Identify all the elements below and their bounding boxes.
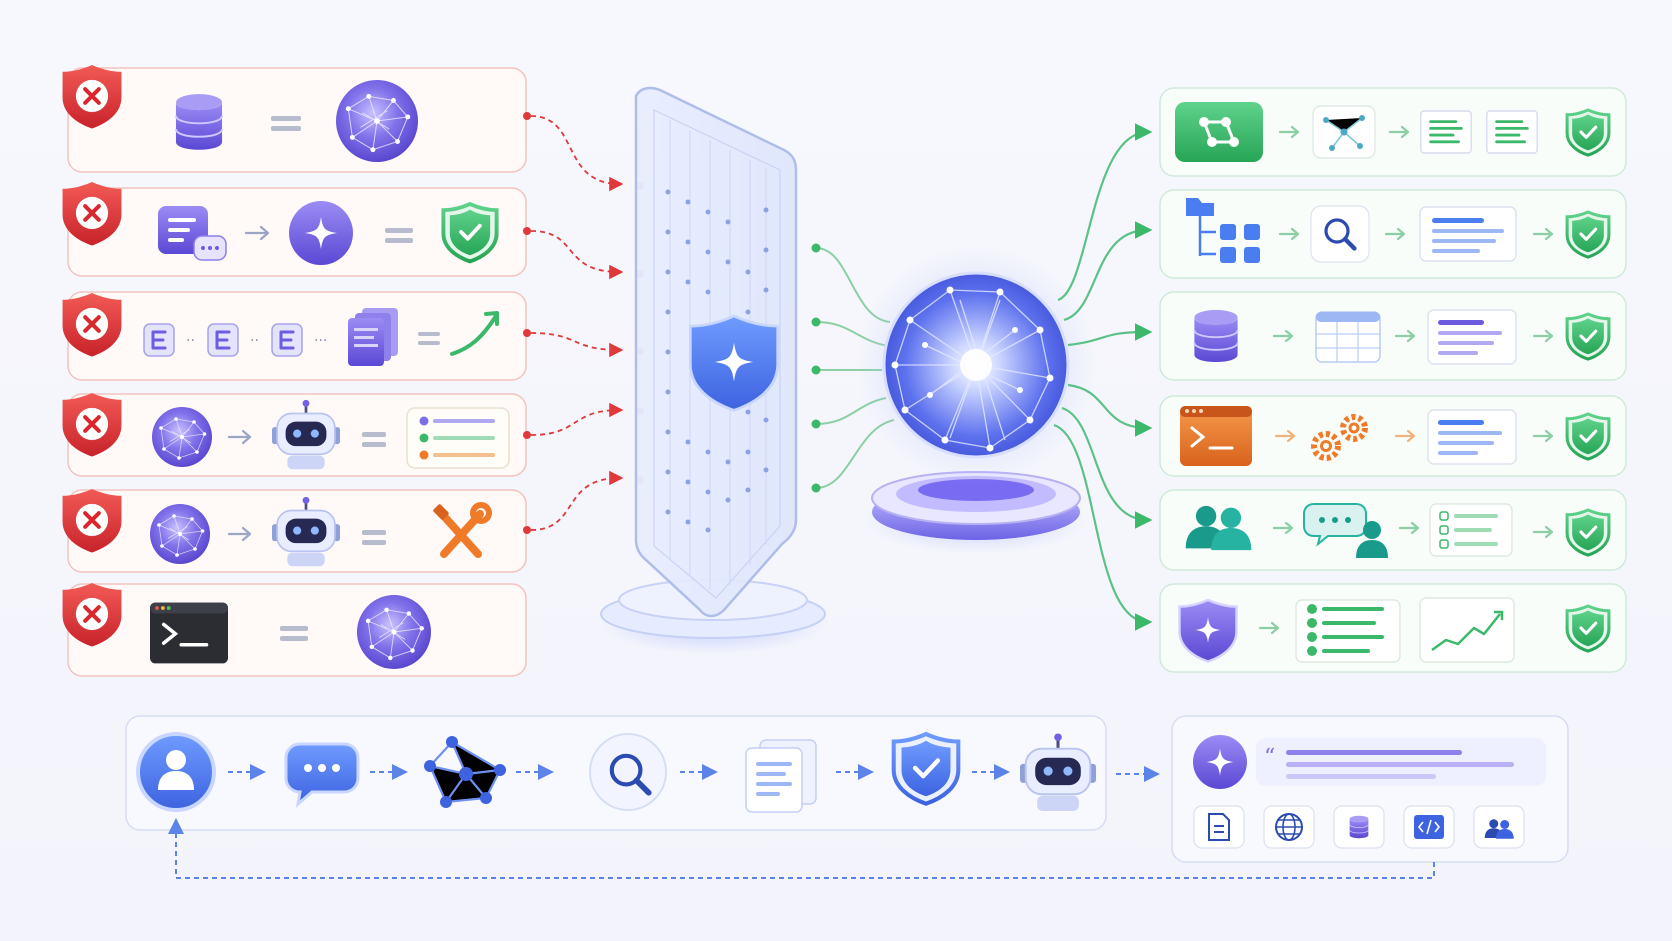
success-row-3	[1159, 291, 1627, 381]
terminal-icon	[148, 600, 230, 666]
gate-dots	[665, 189, 769, 533]
answer-panel: “	[1171, 715, 1569, 863]
failing-row-3: ·· ·· ···	[63, 292, 531, 381]
equals-icon	[362, 432, 386, 447]
people-icon	[1473, 805, 1525, 849]
security-gate	[598, 86, 828, 655]
failing-row-6	[63, 583, 527, 676]
equals-icon	[280, 626, 308, 641]
arrow-icon	[244, 225, 270, 241]
table-icon	[1315, 311, 1381, 363]
checklist-green-icon	[1295, 599, 1401, 663]
list-icon	[406, 407, 510, 469]
chat-bubble-icon	[284, 742, 360, 808]
network-sphere-icon	[150, 504, 210, 564]
equals-icon	[362, 530, 386, 545]
chunk-icon	[143, 323, 175, 357]
check-shield-icon	[1567, 110, 1609, 155]
card-stack-icon	[348, 308, 398, 366]
success-row-4	[1159, 395, 1627, 477]
check-shield-icon	[443, 204, 496, 261]
terminal-orange-icon	[1180, 406, 1252, 466]
arrow-icon	[227, 429, 252, 445]
svg-text:··: ··	[250, 333, 259, 349]
success-row-6	[1159, 583, 1627, 673]
documents-icon	[745, 739, 817, 813]
failing-row-5	[63, 489, 531, 572]
check-shield-icon	[891, 731, 961, 806]
success-row-5	[1159, 489, 1627, 571]
checklist-icon	[1429, 503, 1513, 557]
user-icon	[136, 732, 216, 812]
core-to-success-connectors	[1053, 123, 1153, 631]
line-chart-icon	[1419, 597, 1515, 663]
quote-mark: “	[1264, 745, 1275, 770]
document-blue-icon	[1419, 206, 1517, 262]
success-row-2	[1159, 189, 1627, 279]
sparkle-orb-icon	[289, 201, 353, 265]
failing-row-2	[63, 182, 531, 277]
check-shield-icon	[1567, 314, 1609, 359]
network-icon	[1312, 105, 1376, 159]
gears-icon	[1311, 414, 1368, 461]
code-icon	[1403, 805, 1455, 849]
network-graph-icon	[424, 736, 506, 808]
trend-arrow-icon	[450, 311, 499, 356]
database-icon	[1333, 805, 1385, 849]
svg-text:··: ··	[186, 333, 195, 349]
success-row-1	[1159, 87, 1627, 177]
arrow-icon	[227, 526, 252, 542]
equals-icon	[418, 332, 440, 345]
chunk-icon	[207, 323, 239, 357]
document-icon	[1193, 805, 1245, 849]
shield-sparkle-icon	[1178, 598, 1238, 663]
document-blue-icon	[1427, 409, 1517, 465]
document-green-icon	[1421, 111, 1471, 153]
failing-row-4	[63, 393, 531, 476]
database-icon	[1193, 308, 1239, 363]
folder-tree-icon	[1186, 198, 1260, 263]
equals-icon	[385, 228, 413, 243]
document-green-icon	[1487, 111, 1537, 153]
glowing-network-sphere-icon	[856, 245, 1096, 554]
document-purple-icon	[1427, 309, 1517, 365]
check-shield-icon	[1567, 212, 1609, 257]
database-icon	[174, 93, 224, 151]
chat-person-icon	[1303, 503, 1388, 558]
success-rows	[1159, 87, 1627, 673]
chat-document-icon	[158, 206, 227, 261]
failing-connectors	[530, 115, 624, 531]
graph-icon	[1175, 102, 1263, 162]
shield-sparkle-icon	[688, 314, 780, 412]
check-shield-icon	[1567, 606, 1609, 651]
tools-icon	[433, 502, 492, 558]
check-shield-icon	[1567, 510, 1609, 555]
bottom-flow: “	[125, 715, 1569, 879]
search-icon	[589, 733, 667, 811]
sparkle-orb-icon	[1193, 735, 1247, 789]
failing-row-1	[63, 65, 531, 172]
search-icon	[1310, 205, 1370, 263]
svg-text:···: ···	[314, 333, 327, 349]
chunk-icon	[271, 323, 303, 357]
network-sphere-icon	[152, 407, 212, 467]
network-sphere-icon	[336, 80, 418, 162]
check-shield-icon	[1567, 414, 1609, 459]
globe-icon	[1263, 805, 1315, 849]
failing-rows: ·· ·· ···	[63, 65, 531, 676]
equals-icon	[271, 116, 301, 131]
network-sphere-icon	[357, 595, 431, 669]
